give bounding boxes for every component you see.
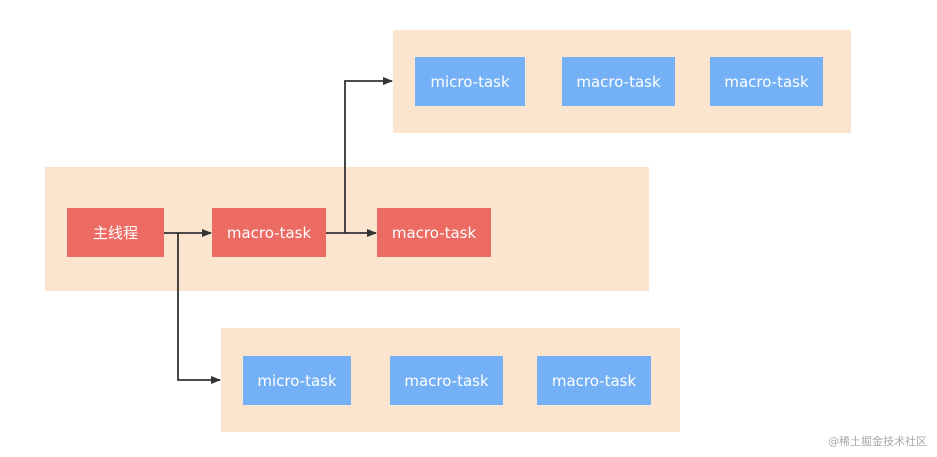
watermark: @稀土掘金技术社区 (828, 435, 927, 448)
bottom-macro-task-node-2: macro-task (537, 356, 651, 405)
bottom-micro-task-node: micro-task (243, 356, 351, 405)
main-macro-task-node-2: macro-task (377, 208, 491, 257)
bottom-micro-task-label: micro-task (257, 371, 337, 390)
top-micro-task-label: micro-task (430, 72, 510, 91)
top-macro-task-label-2: macro-task (724, 72, 809, 91)
top-macro-task-node-2: macro-task (710, 57, 823, 106)
main-thread-label: 主线程 (92, 224, 138, 242)
main-macro-task-label-2: macro-task (391, 223, 477, 242)
top-macro-task-node-1: macro-task (562, 57, 675, 106)
top-micro-task-node: micro-task (415, 57, 525, 106)
arrow-to-bottom-group (177, 233, 221, 384)
arrow-to-top-group (344, 77, 393, 233)
bottom-macro-task-label-1: macro-task (404, 371, 489, 390)
main-thread-node: 主线程 (67, 208, 164, 257)
bottom-macro-task-node-1: macro-task (390, 356, 503, 405)
top-macro-task-label-1: macro-task (576, 72, 661, 91)
bottom-macro-task-label-2: macro-task (551, 371, 637, 390)
main-macro-task-label-1: macro-task (226, 223, 312, 242)
main-macro-task-node-1: macro-task (212, 208, 326, 257)
